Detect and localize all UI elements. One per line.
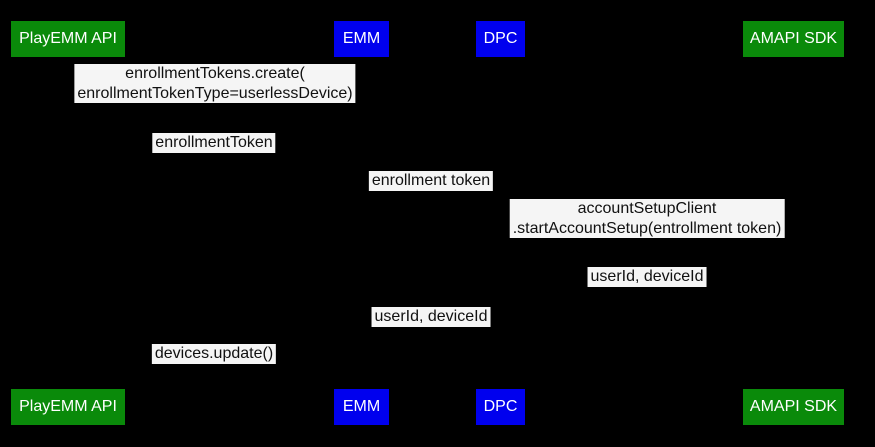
actor-amapi-sdk-top: AMAPI SDK xyxy=(743,21,844,57)
actor-playemm-api-bottom: PlayEMM API xyxy=(11,389,125,425)
message-label-msg-3: enrollment token xyxy=(368,171,494,191)
message-line: userId, deviceId xyxy=(374,308,488,325)
message-line: enrollmentTokens.create( xyxy=(125,65,305,82)
message-line: .startAccountSetup(entrollment token) xyxy=(512,219,782,237)
message-line: userId, deviceId xyxy=(590,268,704,285)
message-label-msg-2: enrollmentToken xyxy=(152,133,276,153)
message-line: devices.update() xyxy=(154,345,274,362)
message-line: enrollmentTokenType=userlessDevice) xyxy=(77,84,353,102)
actor-dpc-top: DPC xyxy=(476,21,525,57)
actor-label: EMM xyxy=(342,30,381,47)
message-label-msg-7: devices.update() xyxy=(151,344,277,364)
actor-label: PlayEMM API xyxy=(19,30,117,47)
actor-label: EMM xyxy=(342,398,381,415)
message-label-msg-5: userId, deviceId xyxy=(587,267,707,287)
message-label-msg-1: enrollmentTokens.create( enrollmentTokenT… xyxy=(74,64,356,103)
actor-label: PlayEMM API xyxy=(19,398,117,415)
message-line: enrollment token xyxy=(371,172,491,189)
message-line: enrollmentToken xyxy=(155,134,273,151)
message-label-msg-4: accountSetupClient .startAccountSetup(ent… xyxy=(509,199,785,238)
actor-playemm-api-top: PlayEMM API xyxy=(11,21,125,57)
actor-emm-top: EMM xyxy=(334,21,389,57)
actor-label: DPC xyxy=(483,30,518,47)
actor-emm-bottom: EMM xyxy=(334,389,389,425)
actor-dpc-bottom: DPC xyxy=(476,389,525,425)
actor-label: DPC xyxy=(483,398,518,415)
message-line: accountSetupClient xyxy=(577,200,717,217)
actor-amapi-sdk-bottom: AMAPI SDK xyxy=(743,389,844,425)
message-label-msg-6: userId, deviceId xyxy=(371,307,491,327)
actor-label: AMAPI SDK xyxy=(749,30,838,47)
actor-label: AMAPI SDK xyxy=(749,398,838,415)
